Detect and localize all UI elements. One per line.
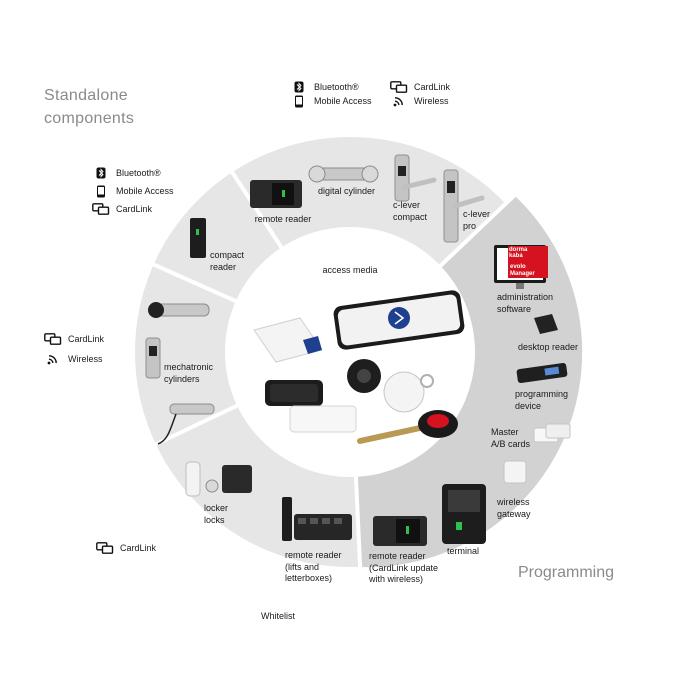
legend-item: CardLink [92,202,192,216]
remote-reader-lifts-illustration [282,497,352,541]
legend-top-left: Bluetooth® Mobile Access [290,80,380,108]
standalone-heading: Standalone components [44,87,135,128]
compact-reader-illustration [190,218,206,258]
remote-reader-wireless-illustration [373,516,427,546]
cardlink-icon [92,203,110,215]
legend-item: CardLink [96,541,196,555]
label-remote-reader-lifts: remote reader (lifts and letterboxes) [285,550,342,584]
desktop-reader-illustration [534,314,558,334]
white-card-illustration [253,317,323,363]
bluetooth-icon [290,81,308,93]
programming-device-illustration [516,362,568,384]
label-remote-reader-wireless: remote reader (CardLink update with wire… [369,551,439,585]
cardlink-icon [96,542,114,554]
legend-item: CardLink [390,80,480,94]
screen-brand-text: dorma kaba [509,247,528,259]
label-terminal: terminal [447,546,480,556]
label-c-lever-pro: c-lever pro [463,209,491,231]
legend-item: CardLink [44,332,144,346]
black-fob-illustration [265,380,323,406]
label-remote-reader: remote reader [254,214,312,224]
legend-left-bottom: CardLink [96,541,196,555]
wireless-icon [44,353,62,365]
wireless-gateway-illustration [503,460,527,484]
legend-item: Mobile Access [290,94,380,108]
white-box-illustration [289,405,357,433]
label-master-cards: Master A/B cards [491,427,531,449]
access-media-group [253,290,465,444]
bluetooth-icon [92,167,110,179]
label-desktop-reader: desktop reader [518,342,579,352]
access-media-title: access media [322,265,378,275]
smartphone-illustration [333,290,465,350]
c-lever-compact-illustration [394,154,437,202]
terminal-illustration [442,484,486,544]
legend-item: Bluetooth® [92,166,192,180]
legend-top-right: CardLink Wireless [390,80,480,108]
legend-item: Wireless [390,94,480,108]
label-wireless-gateway: wireless gateway [497,497,531,519]
legend-left-mid: CardLink Wireless [44,332,144,366]
legend-item: Mobile Access [92,184,192,198]
c-lever-pro-illustration [443,169,485,243]
cardlink-icon [390,81,408,93]
label-programming-device: programming device [515,389,569,411]
label-c-lever-compact: c-lever compact [393,200,428,222]
mobile-access-icon [290,95,308,107]
mobile-access-icon [92,185,110,197]
legend-left-top: Bluetooth® Mobile Access CardLink [92,166,192,216]
administration-software-illustration [494,245,548,289]
key-with-fob-illustration [357,410,458,444]
remote-reader-illustration [250,180,302,208]
label-administration-software: administration software [497,292,554,314]
digital-cylinder-illustration [308,165,379,183]
round-key-fobs-illustration [347,359,434,413]
whitelist-label: Whitelist [261,611,296,621]
screen-product-text: evolo Manager [510,264,535,277]
label-compact-reader: compact reader [210,250,245,272]
label-mechatronic-cylinders: mechatronic cylinders [164,362,214,384]
legend-item: Bluetooth® [290,80,380,94]
wireless-icon [390,95,408,107]
legend-item: Wireless [44,352,144,366]
label-locker-locks: locker locks [204,503,229,525]
mechatronic-cylinders-illustration [145,302,215,445]
locker-locks-illustration [185,461,252,497]
label-digital-cylinder: digital cylinder [318,186,376,196]
inner-circle [225,227,475,477]
cardlink-icon [44,333,62,345]
programming-heading: Programming [518,564,615,581]
master-cards-illustration [533,423,571,443]
